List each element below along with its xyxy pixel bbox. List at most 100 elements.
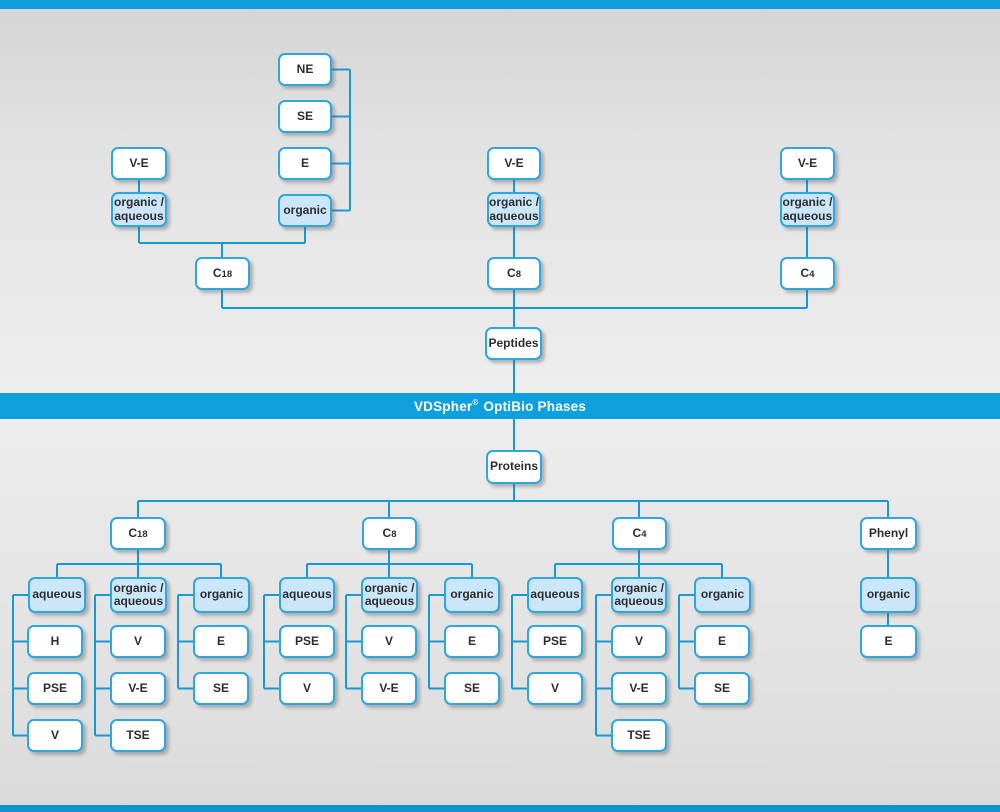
node-label: organic / aqueous <box>364 580 415 608</box>
node-c18-or-e: E <box>193 625 249 658</box>
node-label: E <box>216 633 225 648</box>
node-pep-c4-ve: V-E <box>780 147 835 180</box>
node-label: organic / aqueous <box>782 195 833 223</box>
node-label: C18 <box>128 525 148 540</box>
node-label: V <box>50 727 59 742</box>
registered-trademark-symbol: ® <box>472 397 479 407</box>
node-c18-oa-ve: V-E <box>110 672 166 705</box>
node-label: SE <box>212 680 229 695</box>
node-pep-c18-ve: V-E <box>111 147 167 180</box>
node-label: aqueous <box>530 587 580 602</box>
node-label: H <box>50 633 60 648</box>
node-c8-or-e: E <box>444 625 500 658</box>
node-label: V-E <box>629 680 649 695</box>
bottom-accent-bar <box>0 805 1000 812</box>
node-ph-or-e: E <box>860 625 917 658</box>
node-label: SE <box>713 680 730 695</box>
node-label: E <box>300 155 309 170</box>
node-label: C4 <box>800 265 815 280</box>
node-pep-c18-orgaq: organic / aqueous <box>111 192 167 227</box>
node-pep-e: E <box>278 147 332 180</box>
node-label: organic <box>700 587 745 602</box>
banner-brand: VDSpher <box>413 398 473 414</box>
node-label: V-E <box>504 155 524 170</box>
node-label: C8 <box>382 525 397 540</box>
node-pep-c8-orgaq: organic / aqueous <box>487 192 541 227</box>
node-c8-aq-pse: PSE <box>279 625 335 658</box>
node-pep-c8: C8 <box>487 257 541 290</box>
node-prot-c4: C4 <box>612 517 667 550</box>
node-c4-oa-tse: TSE <box>611 719 667 752</box>
node-label: Phenyl <box>868 525 909 540</box>
node-c18-aq-h: H <box>27 625 83 658</box>
node-c18-aq-v: V <box>27 719 83 752</box>
node-pep-ne: NE <box>278 53 332 86</box>
node-c18-oa-tse: TSE <box>110 719 166 752</box>
node-label: C8 <box>507 265 521 280</box>
node-label: TSE <box>627 727 651 742</box>
node-c4-orgaq: organic / aqueous <box>611 577 667 613</box>
node-label: PSE <box>542 633 567 648</box>
node-c18-aqueous: aqueous <box>28 577 86 613</box>
node-label: V-E <box>379 680 399 695</box>
node-label: organic <box>450 587 494 602</box>
node-label: SE <box>296 108 313 123</box>
node-label: E <box>884 633 893 648</box>
node-c8-or-se: SE <box>444 672 500 705</box>
banner-title-rest: OptiBio Phases <box>483 398 587 414</box>
node-label: E <box>717 633 726 648</box>
node-label: aqueous <box>282 587 332 602</box>
node-label: PSE <box>42 680 67 695</box>
node-label: V <box>550 680 559 695</box>
node-label: organic / aqueous <box>113 580 164 608</box>
node-c18-organic: organic <box>193 577 250 613</box>
node-peptides: Peptides <box>485 327 542 360</box>
node-c4-aqueous: aqueous <box>527 577 583 613</box>
node-label: V <box>384 633 393 648</box>
top-accent-bar <box>0 0 1000 9</box>
node-c4-aq-pse: PSE <box>527 625 583 658</box>
node-prot-phenyl: Phenyl <box>860 517 917 550</box>
node-c8-organic: organic <box>444 577 500 613</box>
node-label: V-E <box>129 155 149 170</box>
node-c4-oa-ve: V-E <box>611 672 667 705</box>
node-label: V <box>302 680 311 695</box>
node-prot-c18: C18 <box>110 517 166 550</box>
node-c4-or-se: SE <box>694 672 750 705</box>
node-label: organic / aqueous <box>613 580 664 608</box>
node-label: V-E <box>128 680 148 695</box>
node-label: PSE <box>294 633 319 648</box>
node-c8-oa-ve: V-E <box>361 672 417 705</box>
node-label: C4 <box>632 525 647 540</box>
node-pep-se: SE <box>278 100 332 133</box>
node-c18-orgaq: organic / aqueous <box>110 577 167 613</box>
node-prot-c8: C8 <box>362 517 417 550</box>
node-label: SE <box>463 680 480 695</box>
node-label: Proteins <box>489 459 538 474</box>
node-pep-c18: C18 <box>195 257 250 290</box>
node-c4-or-e: E <box>694 625 750 658</box>
node-label: Peptides <box>488 335 539 350</box>
node-c8-orgaq: organic / aqueous <box>361 577 418 613</box>
node-c8-aqueous: aqueous <box>279 577 335 613</box>
node-pep-organic: organic <box>278 194 332 227</box>
node-proteins: Proteins <box>486 450 542 484</box>
node-label: C18 <box>212 265 233 280</box>
node-pep-c8-ve: V-E <box>487 147 541 180</box>
node-c8-oa-v: V <box>361 625 417 658</box>
node-label: organic <box>199 587 244 602</box>
node-pep-c4-orgaq: organic / aqueous <box>780 192 835 227</box>
node-label: V <box>634 633 643 648</box>
node-c18-aq-pse: PSE <box>27 672 83 705</box>
node-pep-c4: C4 <box>780 257 835 290</box>
node-label: organic / aqueous <box>113 195 164 223</box>
node-label: V-E <box>797 155 818 170</box>
node-c4-aq-v: V <box>527 672 583 705</box>
node-label: organic <box>283 202 327 217</box>
node-label: organic / aqueous <box>489 195 540 223</box>
banner-vdspher-optibio-phases: VDSpher® OptiBio Phases <box>0 393 1000 419</box>
node-label: NE <box>296 61 314 76</box>
